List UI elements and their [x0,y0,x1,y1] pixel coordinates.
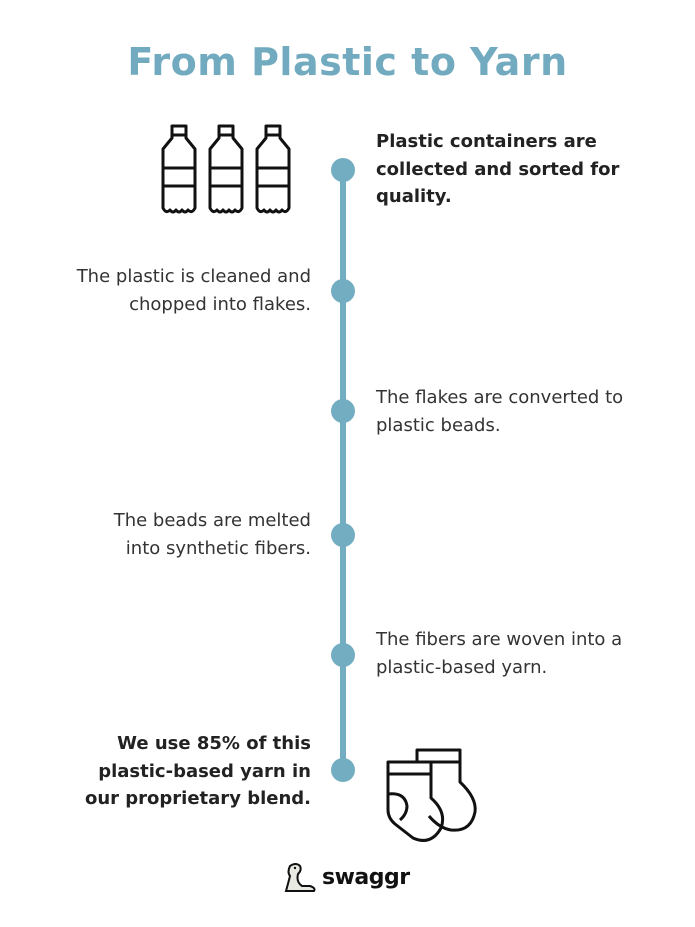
step-5-text: The fibers are woven into a plastic-base… [376,629,623,678]
timeline-dot [331,758,355,782]
step-6-highlight: 85% [196,733,240,754]
plastic-bottles-icon [161,124,291,214]
page-title: From Plastic to Yarn [127,40,568,84]
step-3-text: The flakes are converted to plastic bead… [376,387,624,436]
timeline-line [340,168,346,772]
step-1-text: Plastic containers are collected and sor… [376,131,620,207]
brand-name: swaggr [322,864,410,890]
step-6-text: We use 85% of this plastic-based yarn in… [71,730,311,813]
timeline-dot [331,158,355,182]
step-4-text: The beads are melted into synthetic fibe… [113,510,311,559]
socks-icon [386,748,477,842]
brand-logo: swaggr [284,862,410,892]
timeline-dot [331,279,355,303]
timeline-dot [331,523,355,547]
seal-icon [284,863,316,892]
step-6-text-before: We use [117,733,197,754]
timeline-dot [331,643,355,667]
step-2-text: The plastic is cleaned and chopped into … [76,266,311,315]
timeline-dot [331,399,355,423]
step-6-text-after: of this plastic-based yarn in our propri… [84,733,311,809]
